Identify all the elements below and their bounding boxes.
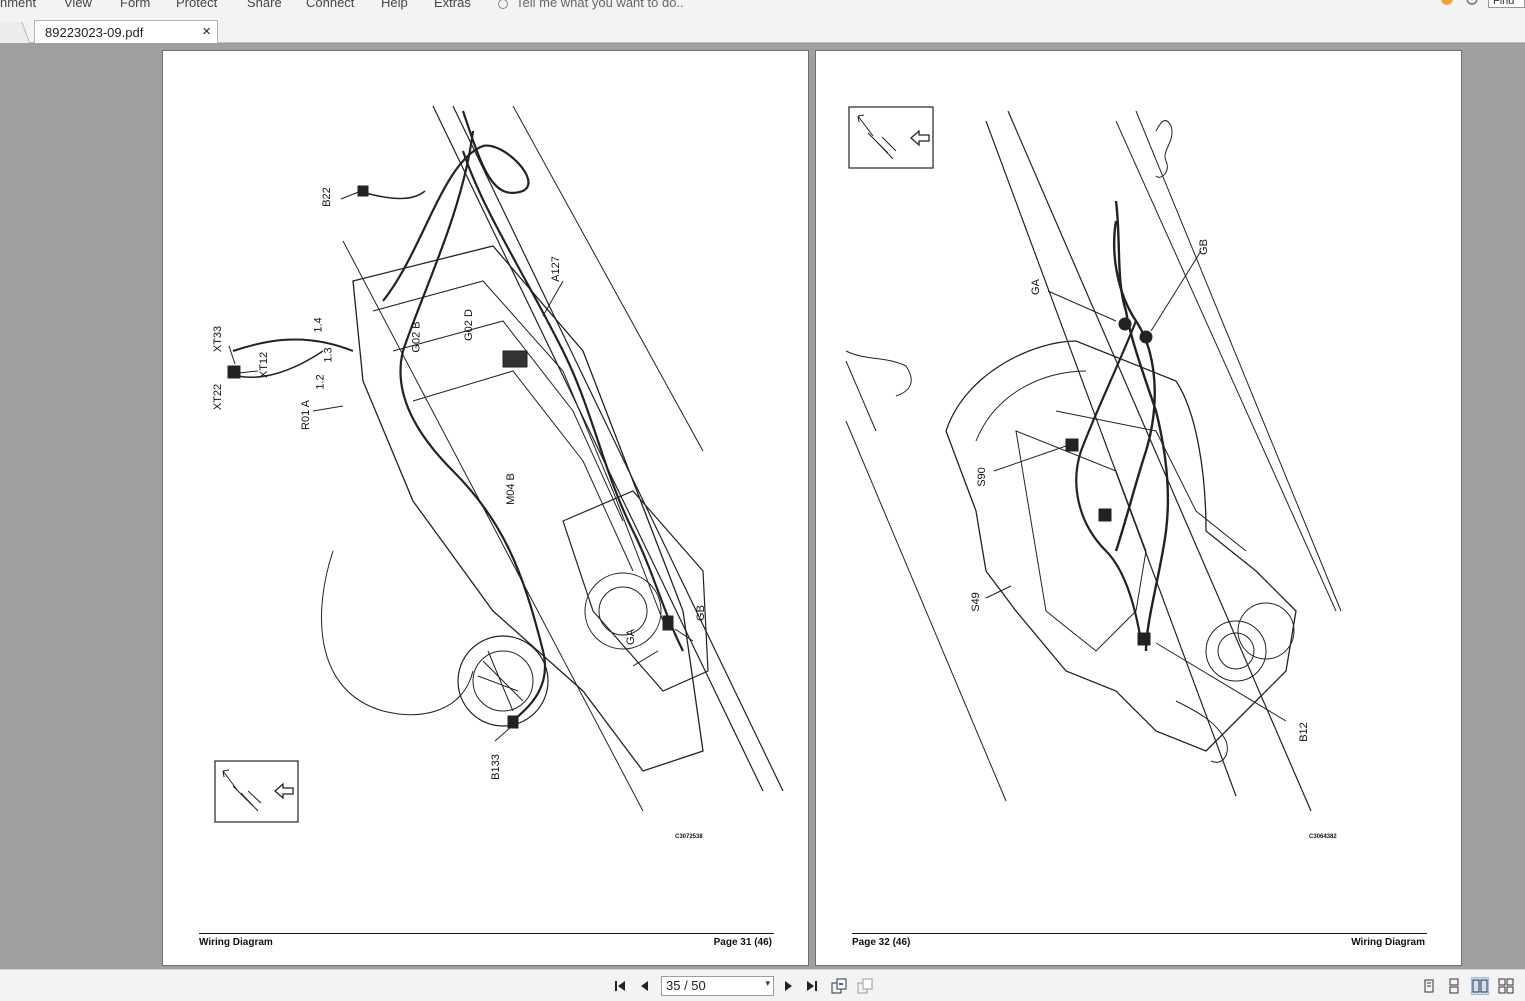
tab-title: 89223023-09.pdf (45, 25, 144, 40)
single-page-view-icon[interactable] (1421, 978, 1437, 994)
label-g02-b: G02 B (410, 321, 423, 353)
menu-item-share[interactable]: Share (247, 0, 282, 10)
continuous-facing-view-icon[interactable] (1498, 978, 1514, 994)
footer-rule (852, 933, 1427, 934)
figure-code-right: C3064382 (1309, 834, 1337, 840)
label-m04-b: M04 B (504, 473, 517, 505)
wiring-diagram-left (214, 105, 784, 823)
wiring-diagram-right (845, 106, 1342, 812)
tab-strip: 89223023-09.pdf × (0, 10, 1525, 44)
footer-right-text: Wiring Diagram (1351, 937, 1425, 948)
page-number-value: 35 / 50 (666, 978, 706, 993)
pdf-page-31: B22 A127 XT33 1.4 XT12 1.3 1.2 XT22 R01 … (162, 50, 809, 966)
menu-item-help[interactable]: Help (381, 0, 408, 10)
menu-item-connect[interactable]: Connect (306, 0, 355, 10)
document-viewport[interactable]: B22 A127 XT33 1.4 XT12 1.3 1.2 XT22 R01 … (0, 43, 1525, 969)
tab-document[interactable]: 89223023-09.pdf × (34, 20, 218, 44)
menu-item-form[interactable]: Form (120, 0, 151, 10)
next-page-icon[interactable] (780, 978, 796, 994)
label-ga: GA (624, 629, 637, 645)
settings-icon[interactable] (1465, 0, 1479, 8)
facing-view-icon[interactable] (1471, 977, 1489, 995)
tab-previous-stub[interactable] (0, 22, 31, 43)
skip-last-icon[interactable] (804, 978, 820, 994)
chevron-down-icon[interactable]: ▾ (765, 978, 770, 988)
label-1-4: 1.4 (312, 317, 325, 333)
label-gb: GB (1197, 239, 1210, 255)
label-xt12: XT12 (258, 351, 271, 379)
label-1-3: 1.3 (322, 347, 335, 363)
label-xt33: XT33 (212, 325, 225, 353)
label-b22: B22 (320, 187, 333, 207)
page-number-field[interactable]: 35 / 50 ▾ (661, 976, 774, 996)
menu-bar: nment View Form Protect Share Connect He… (0, 0, 1525, 10)
close-tab-icon[interactable]: × (202, 23, 211, 40)
lightbulb-icon (498, 0, 508, 9)
smiley-icon[interactable] (1440, 0, 1454, 8)
label-r01-a: R01 A (299, 400, 312, 430)
status-bar: 35 / 50 ▾ (0, 969, 1525, 1001)
label-xt22: XT22 (212, 383, 225, 411)
label-gb: GB (694, 605, 707, 621)
label-g02-d: G02 D (462, 309, 475, 341)
footer-left-text: Wiring Diagram (199, 937, 273, 948)
menu-item-extras[interactable]: Extras (434, 0, 471, 10)
menu-item-protect[interactable]: Protect (176, 0, 218, 10)
label-s90: S90 (975, 467, 988, 487)
pdf-page-32: GA GB S90 S49 B12 C3064382 Page 32 (46) … (815, 50, 1462, 966)
tell-me-search[interactable]: Tell me what you want to do.. (498, 0, 684, 10)
skip-first-icon[interactable] (612, 978, 628, 994)
continuous-view-icon[interactable] (1446, 978, 1462, 994)
label-s49: S49 (969, 592, 982, 612)
find-input[interactable]: Find (1488, 0, 1525, 8)
prev-page-icon[interactable] (637, 978, 653, 994)
figure-code-left: C3072538 (675, 834, 703, 840)
label-b133: B133 (489, 754, 502, 780)
label-b12: B12 (1297, 722, 1310, 742)
menu-item-comment[interactable]: nment (0, 0, 37, 10)
label-a127: A127 (549, 256, 562, 282)
history-forward-icon[interactable] (857, 978, 873, 994)
footer-page-number: Page 32 (46) (852, 937, 911, 948)
footer-rule (199, 933, 774, 934)
label-ga: GA (1029, 279, 1042, 295)
label-1-2: 1.2 (314, 374, 327, 390)
tell-me-text: Tell me what you want to do.. (516, 0, 684, 10)
history-back-icon[interactable] (831, 978, 847, 994)
menu-item-view[interactable]: View (64, 0, 92, 10)
footer-page-number: Page 31 (46) (713, 937, 772, 948)
